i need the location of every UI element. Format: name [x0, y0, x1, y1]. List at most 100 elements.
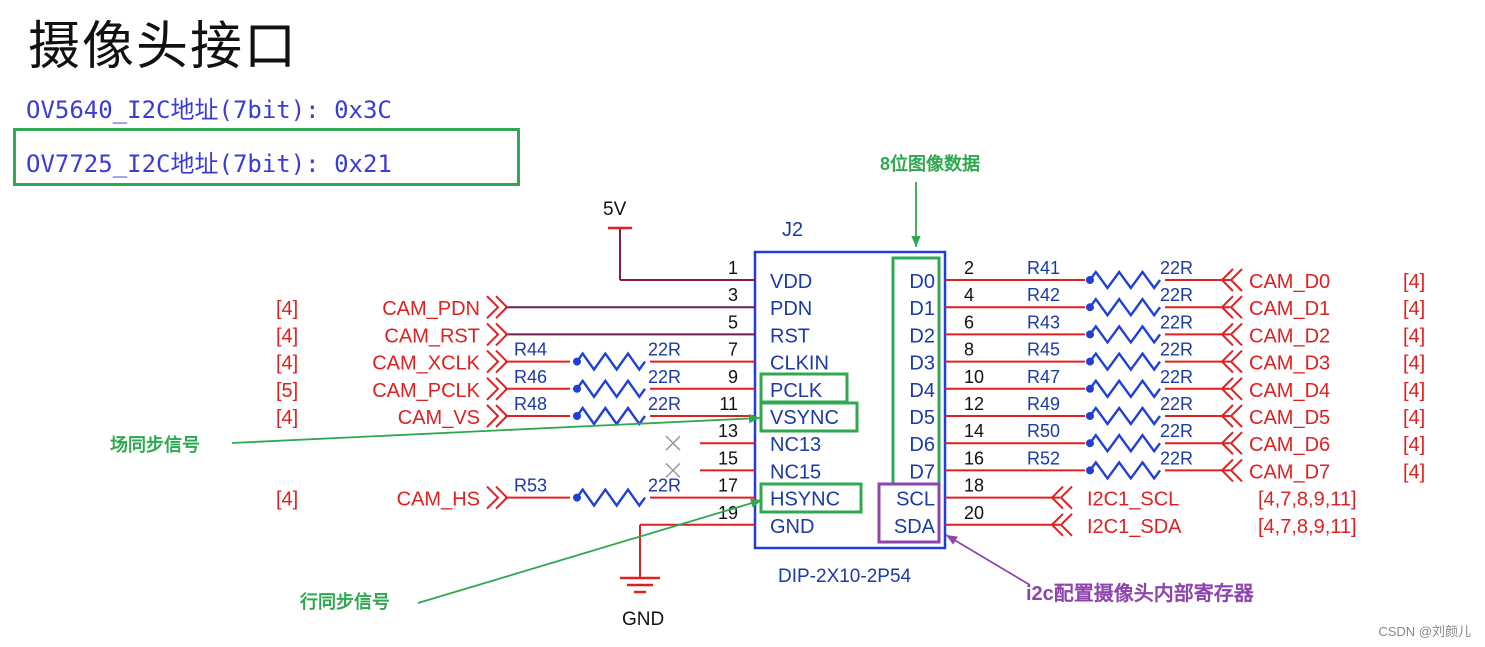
resistor-r53 — [576, 487, 646, 508]
resistor-ref-r46: R46 — [514, 367, 547, 387]
sheet-ref-cam_d2: [4] — [1403, 325, 1425, 347]
pin-name-d2: D2 — [909, 325, 935, 347]
net-label-cam_d1: CAM_D1 — [1249, 298, 1330, 320]
resistor-r44 — [576, 351, 646, 372]
pin-number-9: 9 — [728, 367, 738, 387]
resistor-r45 — [1089, 351, 1161, 372]
arrow-vsync — [231, 417, 761, 444]
connector-cam_d0 — [1229, 268, 1243, 292]
sheet-ref-cam_vs: [4] — [276, 407, 298, 429]
resistor-value-r44: 22R — [648, 340, 681, 360]
connector-cam_hs — [495, 485, 509, 510]
net-label-cam_pclk: CAM_PCLK — [372, 380, 480, 402]
connector-cam_pdn — [495, 295, 509, 319]
sheet-ref-cam_xclk: [4] — [276, 353, 298, 375]
resistor-r49 — [1089, 405, 1161, 427]
connector-i2c1_scl — [1050, 485, 1064, 510]
pin-name-gnd: GND — [770, 516, 814, 538]
connector-cam_d1 — [1220, 295, 1234, 319]
net-label-cam_d5: CAM_D5 — [1249, 407, 1330, 429]
pin-number-20: 20 — [964, 503, 984, 523]
net-label-cam_vs: CAM_VS — [398, 407, 480, 429]
resistor-r48 — [576, 405, 646, 427]
sheet-ref-cam_d0: [4] — [1403, 271, 1425, 293]
pin-name-d7: D7 — [909, 461, 935, 483]
resistor-r50-dot — [1086, 439, 1094, 448]
resistor-r41 — [1089, 269, 1161, 291]
resistor-ref-r49: R49 — [1027, 394, 1060, 414]
pin-number-1: 1 — [728, 258, 738, 278]
arrow-8bit-data-head — [911, 235, 921, 247]
resistor-ref-r45: R45 — [1027, 340, 1060, 360]
pin-name-nc13: NC13 — [770, 434, 821, 456]
net-label-i2c1_sda: I2C1_SDA — [1087, 516, 1182, 538]
net-label-cam_d7: CAM_D7 — [1249, 461, 1330, 483]
resistor-ref-r44: R44 — [514, 340, 547, 360]
pin-number-7: 7 — [728, 340, 738, 360]
connector-cam_vs — [486, 404, 500, 428]
resistor-r50 — [1089, 433, 1161, 454]
no-connect-mark — [665, 462, 681, 478]
pin-name-d0: D0 — [909, 271, 935, 293]
net-label-cam_pdn: CAM_PDN — [382, 298, 480, 320]
arrow-i2c — [945, 534, 1031, 586]
resistor-value-r53: 22R — [648, 476, 681, 496]
net-label-cam_d3: CAM_D3 — [1249, 353, 1330, 375]
connector-cam_d4 — [1229, 377, 1243, 401]
i2c-highlight-box — [877, 482, 941, 544]
net-label-cam_d4: CAM_D4 — [1249, 380, 1330, 402]
resistor-r52-dot — [1086, 466, 1094, 475]
resistor-r43-dot — [1086, 330, 1094, 339]
pin-name-clkin: CLKIN — [770, 353, 829, 375]
resistor-r45-dot — [1086, 357, 1094, 366]
resistor-r42-dot — [1086, 303, 1094, 312]
net-label-cam_rst: CAM_RST — [384, 325, 480, 347]
pin-name-hsync: HSYNC — [770, 489, 840, 511]
sheet-ref-cam_hs: [4] — [276, 489, 298, 511]
resistor-ref-r47: R47 — [1027, 367, 1060, 387]
resistor-r47 — [1089, 378, 1161, 399]
arrow-i2c-head — [946, 535, 958, 545]
resistor-r43 — [1089, 324, 1161, 345]
resistor-r52 — [1089, 460, 1161, 481]
gnd-label: GND — [622, 609, 664, 630]
net-label-i2c1_scl: I2C1_SCL — [1087, 489, 1179, 511]
resistor-r46-dot — [573, 384, 581, 393]
resistor-value-r42: 22R — [1160, 285, 1193, 305]
sheet-ref-cam_pclk: [5] — [276, 380, 298, 402]
connector-cam_d3 — [1220, 349, 1234, 374]
pin-name-pdn: PDN — [770, 298, 812, 320]
arrow-hsync-head — [750, 498, 762, 508]
resistor-value-r45: 22R — [1160, 340, 1193, 360]
connector-cam_d1 — [1229, 295, 1243, 319]
connector-cam_vs — [495, 404, 509, 428]
sheet-ref-cam_d7: [4] — [1403, 461, 1425, 483]
net-label-cam_d2: CAM_D2 — [1249, 325, 1330, 347]
net-label-cam_d6: CAM_D6 — [1249, 434, 1330, 456]
connector-i2c1_scl — [1059, 485, 1073, 510]
resistor-ref-r48: R48 — [514, 394, 547, 414]
pin-name-pclk: PCLK — [770, 380, 823, 402]
resistor-ref-r52: R52 — [1027, 448, 1060, 468]
resistor-r49-dot — [1086, 412, 1094, 420]
pin-number-8: 8 — [964, 340, 974, 360]
chip-body — [753, 250, 947, 550]
resistor-value-r49: 22R — [1160, 394, 1193, 414]
pin-number-3: 3 — [728, 285, 738, 305]
resistor-r47-dot — [1086, 384, 1094, 393]
pin-name-vsync: VSYNC — [770, 407, 839, 429]
resistor-r44-dot — [573, 357, 581, 366]
connector-cam_d5 — [1220, 404, 1234, 428]
sheet-ref-cam_rst: [4] — [276, 325, 298, 347]
connector-cam_d4 — [1220, 377, 1234, 401]
resistor-r53-dot — [573, 493, 581, 502]
pin-name-d4: D4 — [909, 380, 935, 402]
net-label-cam_xclk: CAM_XCLK — [372, 353, 480, 375]
pin-number-4: 4 — [964, 285, 974, 305]
ov7725-address: OV7725_I2C地址(7bit): 0x21 — [26, 150, 392, 178]
arrow-hsync — [417, 499, 763, 604]
annotation-i2c: i2c配置摄像头内部寄存器 — [1026, 581, 1255, 605]
chip-ref-label: J2 — [782, 219, 803, 241]
pin-number-5: 5 — [728, 312, 738, 332]
